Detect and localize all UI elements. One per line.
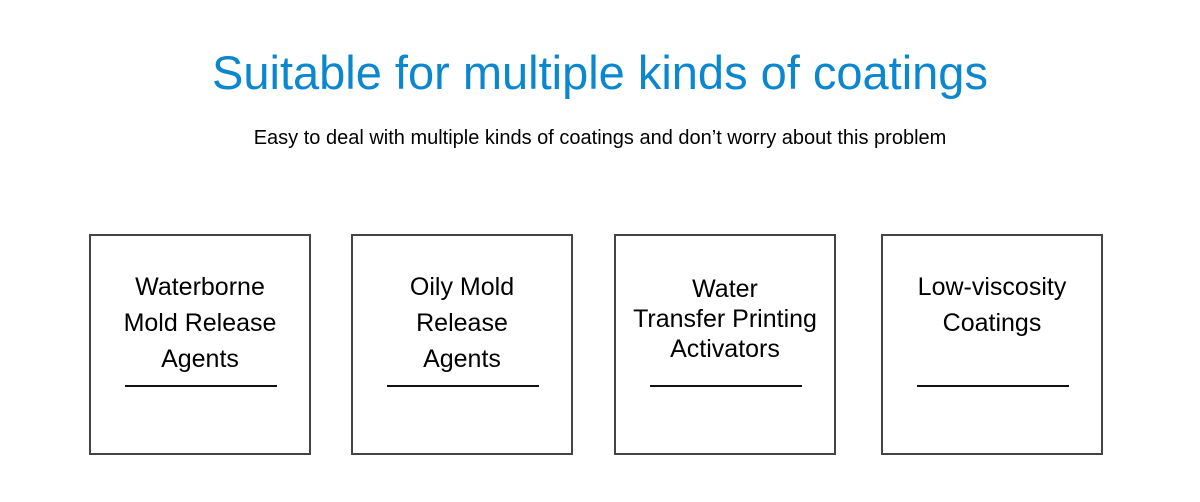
card-oily-mold-release-agents: Oily Mold Release Agents xyxy=(351,234,573,455)
card-label-line: Agents xyxy=(423,345,501,373)
divider xyxy=(387,385,539,387)
page-title: Suitable for multiple kinds of coatings xyxy=(212,46,988,99)
page-subtitle: Easy to deal with multiple kinds of coat… xyxy=(253,127,947,149)
card-waterborne-mold-release-agents: Waterborne Mold Release Agents xyxy=(89,234,311,455)
card-label-line: Release xyxy=(416,309,508,337)
divider xyxy=(917,385,1069,387)
card-label-line: Mold Release xyxy=(123,309,277,337)
card-label-line: Transfer Printing xyxy=(633,305,817,333)
card-label-line: Waterborne xyxy=(135,273,265,301)
divider xyxy=(125,385,277,387)
card-label-line: Low-viscosity xyxy=(917,273,1067,301)
card-label-line: Agents xyxy=(161,345,239,373)
card-water-transfer-printing-activators: Water Transfer Printing Activators xyxy=(614,234,836,455)
card-label-line: Water xyxy=(692,275,758,303)
card-label: Water Transfer Printing Activators xyxy=(606,274,844,364)
card-label-line: Activators xyxy=(670,335,780,363)
card-label: Waterborne Mold Release Agents xyxy=(81,269,319,377)
card-label-line: Oily Mold xyxy=(409,273,515,301)
card-label: Oily Mold Release Agents xyxy=(343,269,581,377)
card-label-line: Coatings xyxy=(942,309,1042,337)
card-label: Low-viscosity Coatings xyxy=(873,269,1111,341)
divider xyxy=(650,385,802,387)
card-low-viscosity-coatings: Low-viscosity Coatings xyxy=(881,234,1103,455)
